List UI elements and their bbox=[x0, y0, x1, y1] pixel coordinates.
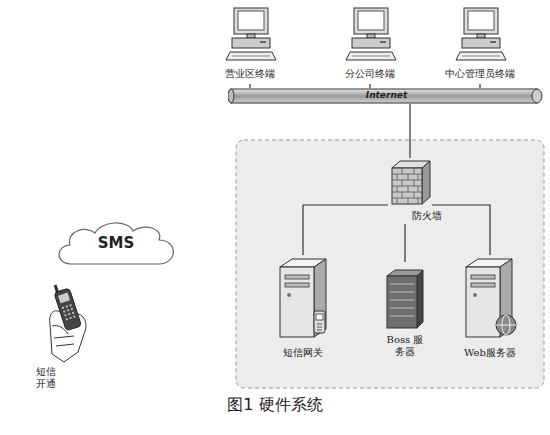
connector-line bbox=[303, 205, 388, 255]
graphic-part bbox=[352, 56, 390, 57]
graphic-part bbox=[367, 34, 375, 38]
node-label: SMS bbox=[52, 234, 180, 252]
graphic-part bbox=[468, 11, 494, 30]
graphic-part bbox=[280, 267, 314, 337]
graphic-part bbox=[234, 8, 268, 34]
graphic-part bbox=[260, 41, 266, 43]
graphic-part bbox=[316, 314, 323, 320]
node-label: 分公司终端 bbox=[340, 68, 400, 80]
graphic-part bbox=[471, 283, 495, 287]
graphic-part bbox=[496, 325, 516, 326]
mobile-phone: 短信 开通 bbox=[30, 282, 102, 392]
graphic-part bbox=[346, 52, 396, 60]
node-label: 短信网关 bbox=[272, 347, 334, 359]
graphic-part bbox=[390, 284, 414, 316]
connector-line bbox=[409, 104, 410, 158]
graphic-part bbox=[54, 288, 82, 331]
graphic-part bbox=[314, 259, 326, 337]
node-label: Boss 服务器 bbox=[385, 334, 425, 358]
gw-icon bbox=[276, 255, 330, 341]
firewall: 防火墙 bbox=[388, 158, 432, 224]
graphic-part bbox=[226, 52, 276, 60]
graphic-part bbox=[317, 324, 322, 330]
graphic-part bbox=[58, 293, 70, 304]
node-label: 营业区终端 bbox=[220, 68, 280, 80]
pc-icon bbox=[340, 6, 400, 66]
connector-line bbox=[479, 84, 480, 88]
connector-line bbox=[404, 224, 405, 262]
server: 短信网关 bbox=[272, 255, 334, 365]
graphic-part bbox=[287, 293, 291, 297]
node-label: Internet bbox=[228, 90, 545, 101]
node-label: 短信 开通 bbox=[36, 366, 60, 390]
graphic-part bbox=[477, 34, 485, 38]
graphic-part bbox=[354, 8, 388, 34]
connector-line bbox=[249, 84, 250, 88]
internet-pipe: Internet bbox=[228, 88, 545, 104]
server-zone-area bbox=[236, 140, 544, 388]
graphic-part bbox=[352, 38, 390, 48]
terminal: 营业区终端 bbox=[220, 6, 280, 84]
graphic-part bbox=[238, 11, 264, 30]
connector-line bbox=[369, 84, 370, 88]
boss-icon bbox=[385, 268, 425, 330]
graphic-part bbox=[232, 38, 270, 48]
graphic-part bbox=[247, 34, 255, 38]
graphic-part bbox=[52, 325, 74, 346]
server: Web服务器 bbox=[458, 255, 522, 363]
graphic-part bbox=[52, 282, 82, 331]
graphic-part bbox=[232, 56, 270, 57]
terminal: 分公司终端 bbox=[340, 6, 400, 84]
graphic-part bbox=[285, 283, 309, 287]
graphic-part bbox=[380, 41, 386, 43]
node-label: Web服务器 bbox=[458, 347, 522, 359]
node-label: 中心管理员终端 bbox=[440, 68, 520, 80]
graphic-part bbox=[392, 168, 422, 204]
pc-icon bbox=[220, 6, 280, 66]
graphic-part bbox=[473, 293, 477, 297]
graphic-part bbox=[417, 270, 423, 328]
graphic-part bbox=[466, 267, 500, 337]
phone-icon bbox=[44, 282, 94, 364]
sms-cloud: SMS bbox=[52, 218, 180, 270]
graphic-part bbox=[387, 276, 417, 328]
node-label: 防火墙 bbox=[412, 210, 442, 222]
graphic-part bbox=[464, 8, 498, 34]
pc-icon bbox=[450, 6, 510, 66]
figure-caption: 图1 硬件系统 bbox=[0, 395, 550, 416]
graphic-part bbox=[314, 311, 325, 333]
fw-icon bbox=[388, 158, 432, 206]
graphic-part bbox=[532, 89, 542, 103]
graphic-part bbox=[358, 11, 384, 30]
graphic-part bbox=[285, 275, 309, 279]
graphic-part bbox=[462, 38, 500, 48]
graphic-part bbox=[490, 41, 496, 43]
graphic-part bbox=[392, 168, 422, 204]
server: Boss 服务器 bbox=[375, 262, 435, 370]
graphic-part bbox=[496, 315, 516, 335]
graphic-part bbox=[462, 56, 500, 57]
terminal: 中心管理员终端 bbox=[440, 6, 520, 84]
graphic-part bbox=[422, 161, 430, 204]
web-icon bbox=[462, 255, 518, 341]
graphic-part bbox=[228, 89, 234, 103]
graphic-part bbox=[62, 305, 75, 320]
graphic-part bbox=[456, 52, 506, 60]
graphic-part bbox=[471, 275, 495, 279]
